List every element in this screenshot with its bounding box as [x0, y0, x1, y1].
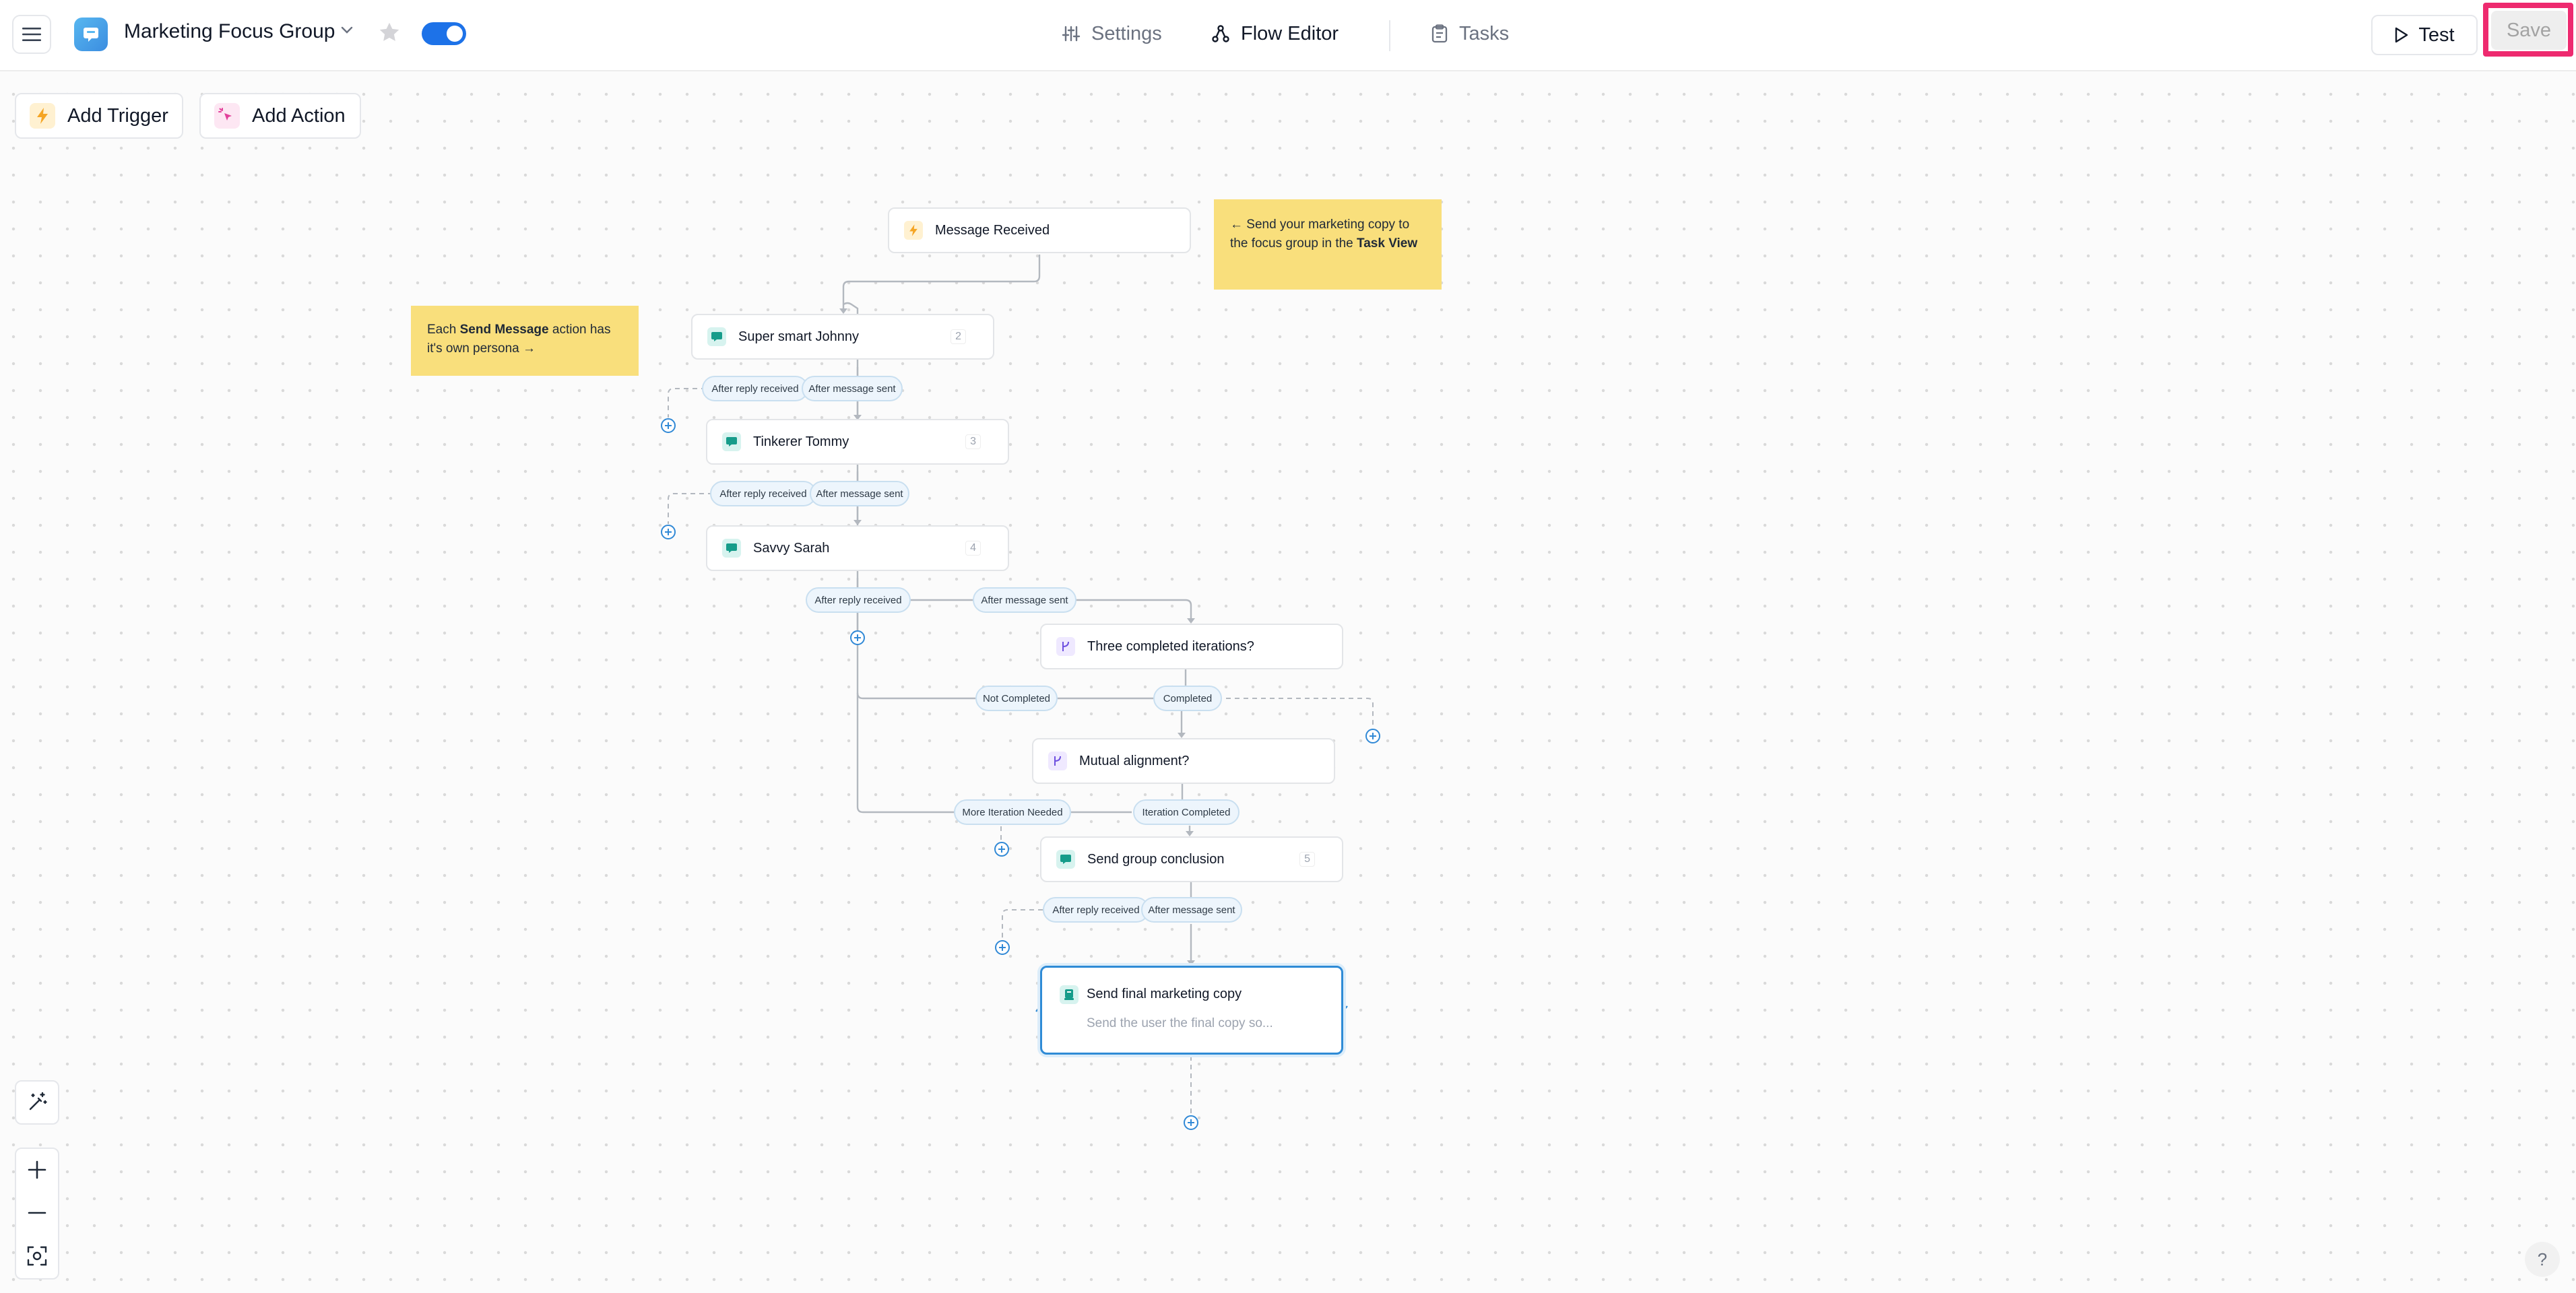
flow-icon — [1212, 25, 1229, 42]
fit-view-button[interactable] — [16, 1235, 58, 1277]
add-trigger-button[interactable]: Add Trigger — [15, 93, 183, 139]
add-action-label: Add Action — [252, 104, 346, 127]
node-title: Send final marketing copy — [1087, 987, 1242, 1001]
step-number-badge: 2 — [951, 329, 966, 344]
add-trigger-label: Add Trigger — [67, 104, 168, 127]
message-icon — [707, 327, 726, 346]
edge-label-after-message-sent[interactable]: After message sent — [973, 587, 1076, 613]
note-left-suffix: action has it's own persona → — [427, 323, 611, 356]
cursor-click-icon — [214, 103, 240, 129]
node-title: Mutual alignment? — [1079, 753, 1190, 768]
edge-label-more-iteration-needed[interactable]: More Iteration Needed — [954, 799, 1071, 825]
edge-label-after-reply-received[interactable]: After reply received — [806, 587, 911, 613]
add-step-plus-icon[interactable] — [661, 525, 676, 539]
nav-divider — [1389, 20, 1390, 51]
note-right-bold: Task View — [1357, 236, 1418, 251]
minus-icon — [28, 1212, 46, 1214]
star-icon[interactable] — [377, 20, 401, 44]
node-title: Three completed iterations? — [1087, 638, 1254, 654]
note-left-bold: Send Message — [459, 323, 549, 337]
message-icon — [1056, 850, 1075, 869]
node-tinkerer-tommy[interactable]: Tinkerer Tommy 3 — [706, 419, 1009, 465]
plus-icon — [28, 1160, 46, 1179]
message-icon — [722, 539, 741, 558]
flow-name[interactable]: Marketing Focus Group — [124, 20, 335, 42]
test-button-label: Test — [2418, 24, 2455, 46]
send-icon — [1060, 985, 1078, 1004]
node-send-final-marketing-copy[interactable]: Send final marketing copy Send the user … — [1040, 966, 1343, 1055]
hamburger-menu-button[interactable] — [12, 15, 51, 54]
add-step-plus-icon[interactable] — [1184, 1115, 1198, 1130]
magic-wand-icon — [29, 1092, 47, 1110]
tab-settings[interactable]: Settings — [1062, 20, 1162, 47]
add-action-button[interactable]: Add Action — [199, 93, 361, 139]
edge-label-after-reply-received[interactable]: After reply received — [702, 376, 808, 401]
add-step-plus-icon[interactable] — [1365, 729, 1380, 743]
edge-label-iteration-completed[interactable]: Iteration Completed — [1133, 799, 1239, 825]
sliders-icon — [1062, 26, 1081, 42]
toggle-knob — [447, 26, 463, 42]
flow-app-icon — [74, 18, 108, 51]
edge-label-after-reply-received[interactable]: After reply received — [1043, 897, 1149, 923]
add-step-plus-icon[interactable] — [995, 940, 1010, 955]
message-icon — [722, 432, 741, 451]
tab-flow-editor-label: Flow Editor — [1241, 22, 1339, 44]
bolt-icon — [904, 221, 923, 240]
note-right-text: ← Send your marketing copy to the focus … — [1230, 218, 1410, 251]
node-subtitle: Send the user the final copy so... — [1087, 1016, 1273, 1030]
node-title: Super smart Johnny — [738, 329, 859, 344]
save-button[interactable]: Save — [2491, 11, 2567, 50]
tab-tasks-label: Tasks — [1459, 22, 1510, 44]
note-left-prefix: Each — [427, 323, 460, 337]
play-icon — [2395, 27, 2408, 43]
edge-label-after-reply-received[interactable]: After reply received — [710, 481, 816, 506]
zoom-out-button[interactable] — [16, 1192, 58, 1234]
chevron-down-icon[interactable] — [340, 26, 354, 35]
test-button[interactable]: Test — [2371, 15, 2478, 55]
step-number-badge: 4 — [965, 541, 981, 556]
flow-enabled-toggle[interactable] — [422, 22, 466, 45]
fit-view-icon — [27, 1246, 47, 1266]
add-step-plus-icon[interactable] — [661, 418, 676, 433]
tab-settings-label: Settings — [1091, 22, 1162, 44]
zoom-in-button[interactable] — [16, 1149, 58, 1191]
branch-icon — [1056, 637, 1075, 656]
step-number-badge: 3 — [965, 434, 981, 449]
bolt-icon — [30, 103, 55, 129]
edge-label-after-message-sent[interactable]: After message sent — [810, 481, 909, 506]
tab-tasks[interactable]: Tasks — [1431, 20, 1509, 47]
node-mutual-alignment[interactable]: Mutual alignment? — [1032, 738, 1335, 784]
add-step-plus-icon[interactable] — [994, 842, 1009, 857]
hamburger-icon — [22, 28, 41, 41]
tab-flow-editor[interactable]: Flow Editor — [1211, 20, 1339, 47]
node-savvy-sarah[interactable]: Savvy Sarah 4 — [706, 525, 1009, 571]
step-number-badge: 5 — [1299, 852, 1315, 867]
edge-label-not-completed[interactable]: Not Completed — [975, 686, 1058, 711]
auto-layout-button[interactable] — [15, 1080, 59, 1125]
top-bar: Marketing Focus Group Settings Flow Edit… — [0, 0, 2576, 71]
node-message-received[interactable]: Message Received — [888, 207, 1191, 253]
edge-label-completed[interactable]: Completed — [1153, 686, 1222, 711]
edge-label-after-message-sent[interactable]: After message sent — [802, 376, 903, 401]
help-button[interactable]: ? — [2525, 1242, 2560, 1277]
node-send-group-conclusion[interactable]: Send group conclusion 5 — [1040, 836, 1343, 882]
save-highlight-box — [2483, 3, 2573, 57]
zoom-controls — [15, 1148, 59, 1280]
node-title: Send group conclusion — [1087, 851, 1225, 867]
sticky-note-persona[interactable]: Each Send Message action has it's own pe… — [411, 306, 639, 376]
node-three-completed-iterations[interactable]: Three completed iterations? — [1040, 624, 1343, 669]
node-super-smart-johnny[interactable]: Super smart Johnny 2 — [691, 314, 994, 360]
add-step-plus-icon[interactable] — [850, 630, 865, 645]
branch-icon — [1048, 752, 1067, 770]
node-title: Savvy Sarah — [753, 540, 830, 556]
node-title: Message Received — [935, 222, 1050, 238]
node-title: Tinkerer Tommy — [753, 434, 849, 449]
sticky-note-task-view[interactable]: ← Send your marketing copy to the focus … — [1214, 199, 1442, 290]
edge-label-after-message-sent[interactable]: After message sent — [1141, 897, 1242, 923]
clipboard-icon — [1431, 24, 1448, 43]
